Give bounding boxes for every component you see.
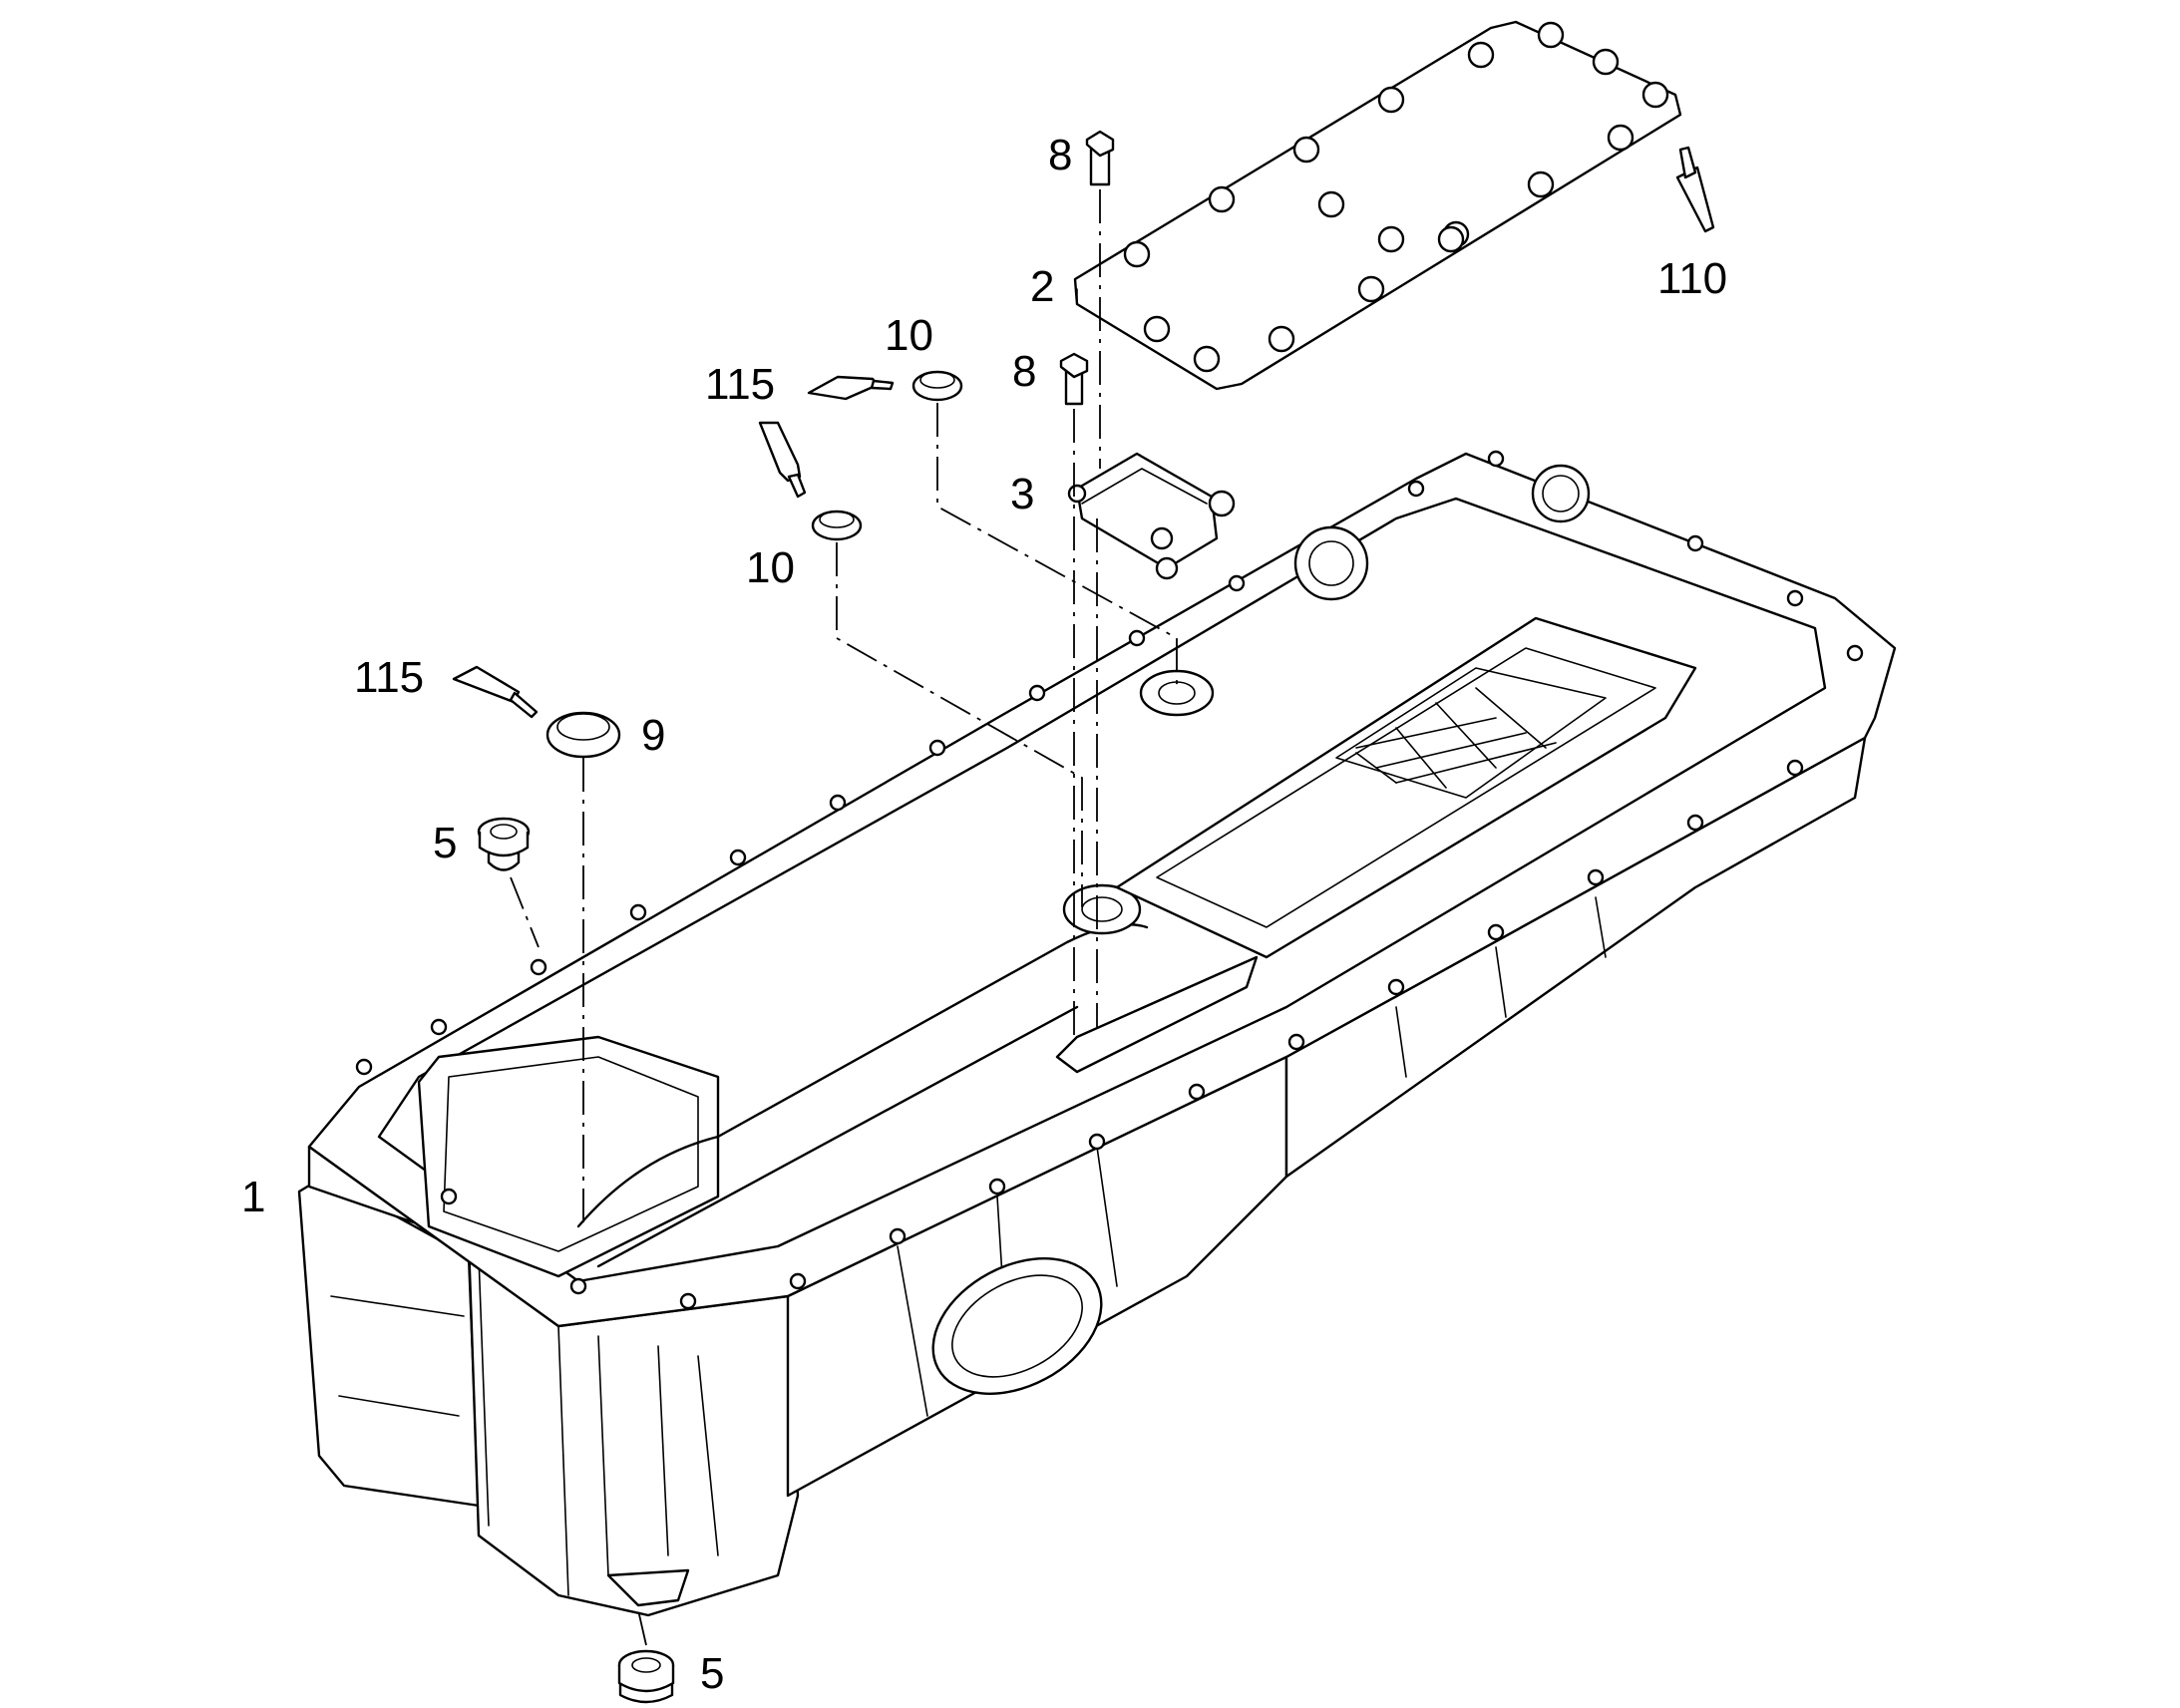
callout-5-lower: 5 (700, 1649, 724, 1698)
callout-3: 3 (1010, 470, 1034, 518)
plug-part-5-lower (617, 1649, 675, 1704)
callout-8-upper: 8 (1048, 131, 1072, 179)
callout-10-lower: 10 (746, 543, 795, 592)
oil-pan-part-1 (297, 450, 1897, 1617)
seal-ring-part-10-upper (911, 370, 963, 402)
sealant-tube-115-upper (807, 375, 895, 401)
oil-strainer-lattice (1335, 667, 1607, 799)
sealant-tube-115-middle (758, 421, 807, 499)
bolt-part-8-upper (1085, 130, 1115, 186)
bracket-part-3 (1067, 452, 1236, 580)
flange-bolt-holes (355, 450, 1864, 1310)
cover-plate-part-2 (1073, 20, 1682, 391)
cover-bolts (1123, 21, 1669, 373)
callout-10-upper: 10 (885, 311, 933, 360)
assembly-lines (510, 189, 1178, 1646)
sealant-tube-110 (1675, 146, 1715, 233)
plug-part-5-upper (477, 817, 531, 871)
callout-2: 2 (1030, 262, 1054, 311)
callout-1: 1 (241, 1173, 265, 1221)
callout-115-upper: 115 (705, 360, 775, 409)
callout-115-lower: 115 (354, 653, 424, 702)
callout-9: 9 (641, 711, 665, 760)
callout-5-upper: 5 (433, 819, 457, 867)
bolt-part-8-lower (1059, 352, 1089, 406)
seal-ring-part-10-lower (811, 510, 863, 541)
callout-8-lower: 8 (1012, 347, 1036, 396)
callout-110: 110 (1657, 254, 1727, 303)
seal-ring-part-9 (545, 711, 621, 759)
sealant-tube-115-lower (452, 665, 539, 719)
